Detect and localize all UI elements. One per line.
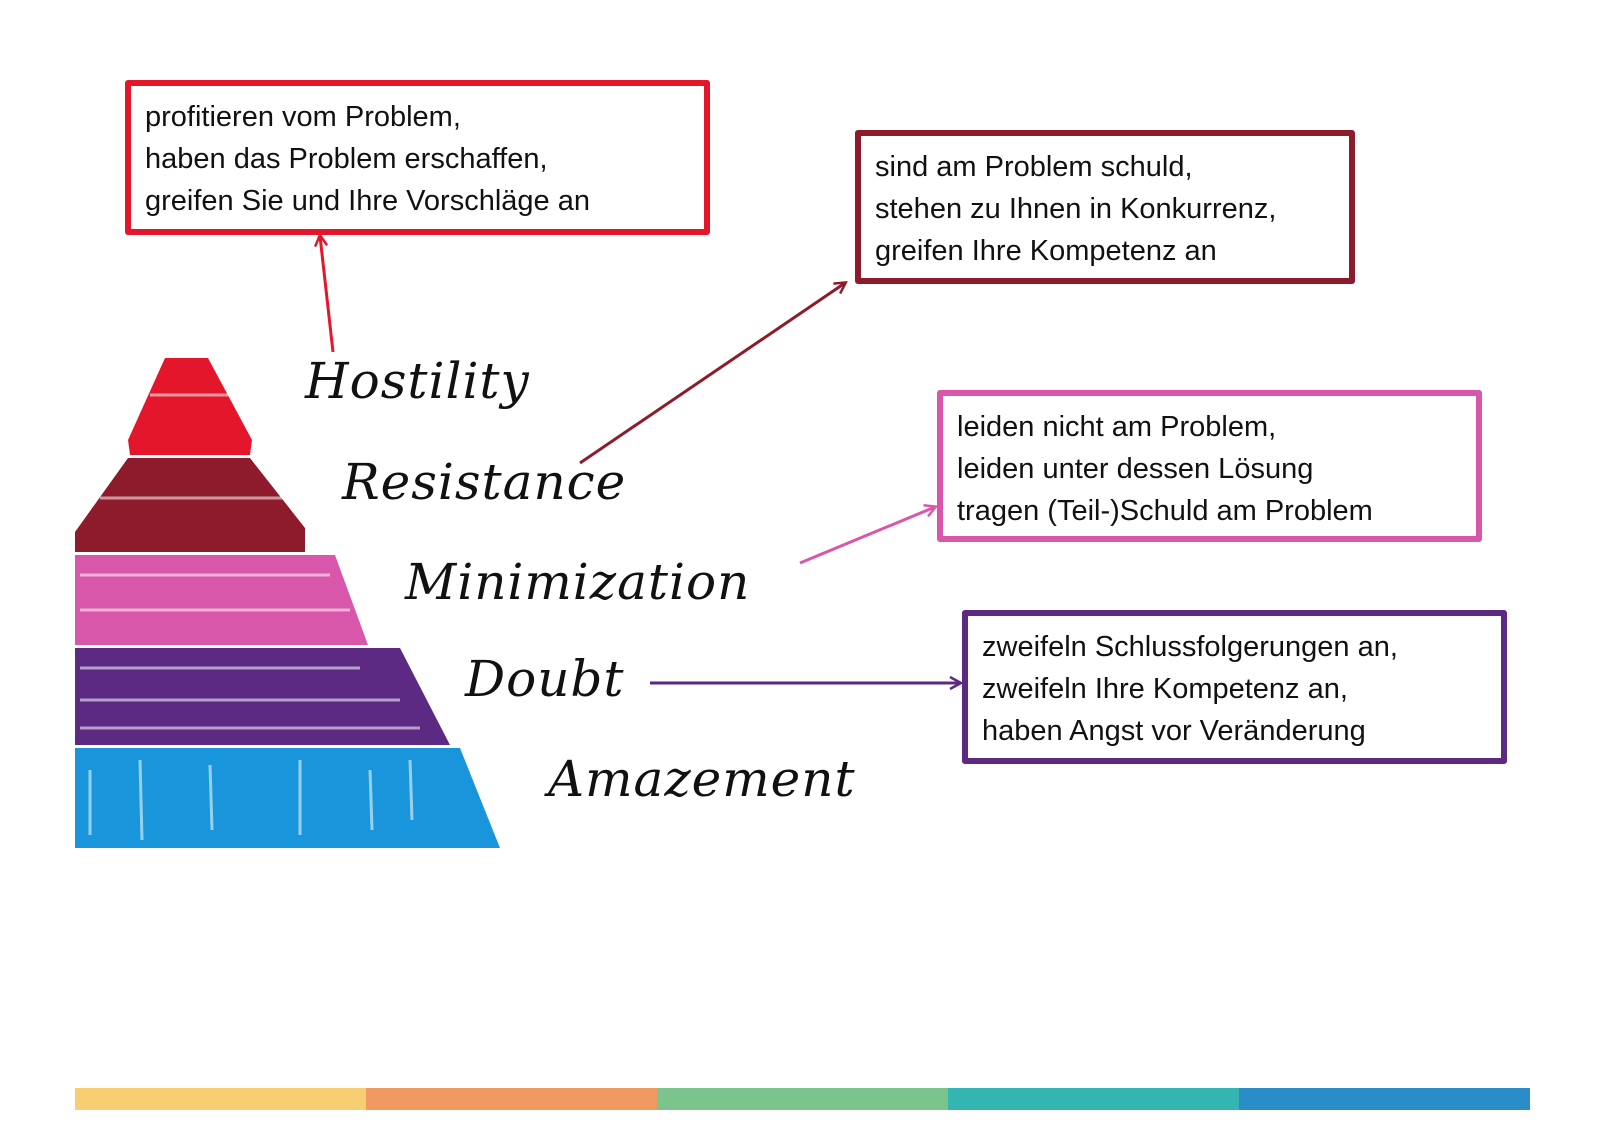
footer-stripe bbox=[1239, 1088, 1530, 1110]
callout-line: zweifeln Ihre Kompetenz an, bbox=[982, 668, 1501, 710]
footer-stripe bbox=[75, 1088, 366, 1110]
callout-line: greifen Sie und Ihre Vorschläge an bbox=[145, 180, 704, 222]
arrow-hostility bbox=[320, 236, 333, 352]
arrow-minimization bbox=[800, 507, 935, 563]
level-label-doubt: Doubt bbox=[465, 650, 625, 708]
callout-doubt: zweifeln Schlussfolgerungen an, zweifeln… bbox=[962, 610, 1507, 764]
callout-line: leiden nicht am Problem, bbox=[957, 406, 1476, 448]
level-label-resistance: Resistance bbox=[342, 453, 626, 511]
callout-line: profitieren vom Problem, bbox=[145, 96, 704, 138]
callout-line: sind am Problem schuld, bbox=[875, 146, 1349, 188]
callout-line: stehen zu Ihnen in Konkurrenz, bbox=[875, 188, 1349, 230]
callout-line: tragen (Teil-)Schuld am Problem bbox=[957, 490, 1476, 532]
callout-minimization: leiden nicht am Problem, leiden unter de… bbox=[937, 390, 1482, 542]
callout-resistance: sind am Problem schuld, stehen zu Ihnen … bbox=[855, 130, 1355, 284]
callout-line: greifen Ihre Kompetenz an bbox=[875, 230, 1349, 272]
footer-stripe bbox=[657, 1088, 948, 1110]
level-label-hostility: Hostility bbox=[305, 352, 530, 410]
callout-hostility: profitieren vom Problem, haben das Probl… bbox=[125, 80, 710, 235]
footer-stripe bbox=[948, 1088, 1239, 1110]
level-label-minimization: Minimization bbox=[405, 553, 750, 611]
footer-stripe bbox=[366, 1088, 657, 1110]
callout-line: haben das Problem erschaffen, bbox=[145, 138, 704, 180]
callout-line: haben Angst vor Veränderung bbox=[982, 710, 1501, 752]
arrow-resistance bbox=[580, 283, 845, 463]
callout-line: leiden unter dessen Lösung bbox=[957, 448, 1476, 490]
level-label-amazement: Amazement bbox=[548, 750, 856, 808]
callout-line: zweifeln Schlussfolgerungen an, bbox=[982, 626, 1501, 668]
